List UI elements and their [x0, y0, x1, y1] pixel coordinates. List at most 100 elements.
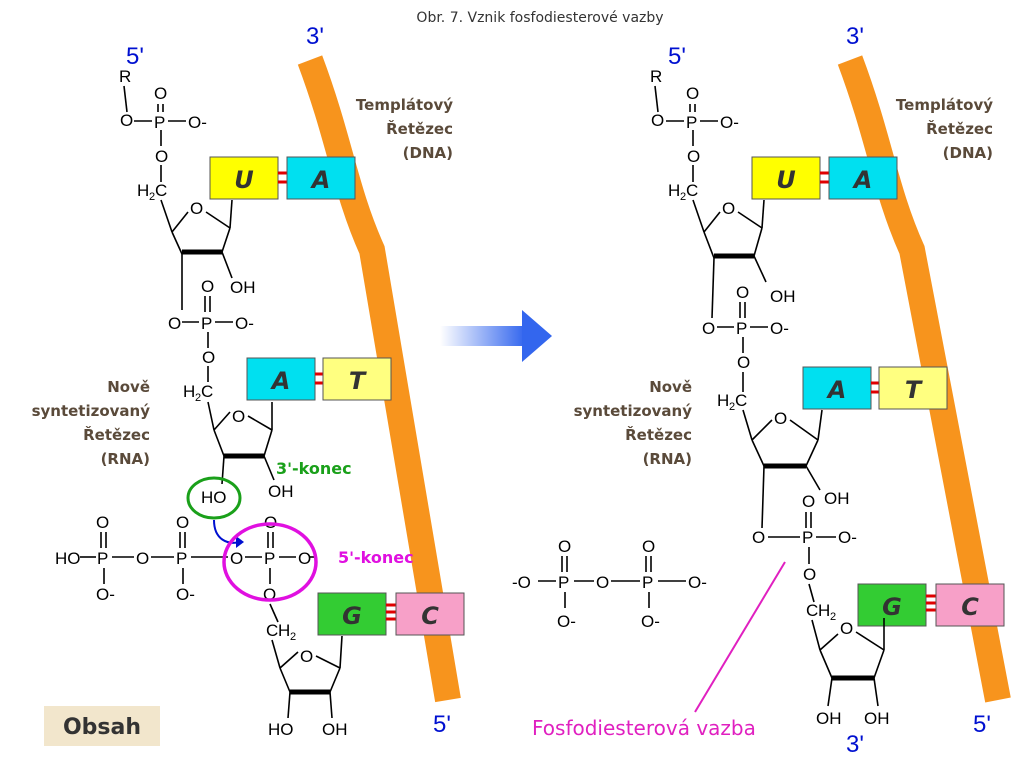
svg-text:HO: HO [201, 488, 227, 507]
svg-text:C: C [686, 181, 698, 200]
base-pair-ua-right: U A [751, 156, 898, 200]
svg-text:2: 2 [729, 401, 735, 413]
svg-text:P: P [154, 113, 165, 132]
svg-text:Templátový: Templátový [896, 96, 993, 114]
svg-text:O: O [752, 528, 765, 547]
svg-text:O: O [190, 199, 203, 218]
prime-5-bottom-right: 5' [973, 711, 991, 738]
svg-text:C: C [961, 593, 979, 621]
svg-text:2: 2 [830, 611, 836, 623]
obsah-button[interactable]: Obsah [44, 706, 160, 746]
transition-arrow [440, 310, 552, 362]
svg-text:H: H [183, 382, 195, 401]
svg-text:Nově: Nově [649, 378, 692, 396]
svg-text:O-: O- [188, 113, 207, 132]
svg-text:O: O [96, 513, 109, 532]
svg-text:O: O [155, 147, 168, 166]
svg-text:C: C [266, 621, 278, 640]
svg-text:(DNA): (DNA) [403, 144, 453, 162]
svg-text:O: O [230, 549, 243, 568]
svg-text:O: O [642, 537, 655, 556]
prime-5-top-left: 5' [126, 43, 144, 70]
svg-text:2: 2 [149, 191, 155, 203]
new-strand-label-right: Nově syntetizovaný Řetězec (RNA) [574, 378, 693, 468]
svg-text:G: G [882, 593, 902, 621]
svg-text:R: R [650, 67, 662, 86]
svg-text:O: O [802, 492, 815, 511]
prime-5-bottom-left: 5' [433, 711, 451, 738]
svg-text:OH: OH [824, 489, 850, 508]
svg-text:H: H [717, 391, 729, 410]
caption: Obr. 7. Vznik fosfodiesterové vazby [416, 10, 663, 26]
svg-text:O: O [687, 147, 700, 166]
svg-text:O: O [840, 619, 853, 638]
svg-text:Templátový: Templátový [356, 96, 453, 114]
svg-text:P: P [176, 549, 187, 568]
svg-text:P: P [642, 573, 653, 592]
svg-text:(RNA): (RNA) [101, 450, 150, 468]
svg-text:HO: HO [268, 720, 294, 739]
chem-structure-left: R O P O- O O H 2 C O OH O P O- O [55, 67, 414, 739]
svg-text:A: A [852, 166, 873, 194]
svg-text:O: O [168, 314, 181, 333]
svg-text:U: U [776, 166, 796, 194]
svg-text:U: U [234, 166, 254, 194]
svg-text:O: O [558, 537, 571, 556]
prime-3-top-right: 3' [846, 23, 864, 50]
svg-text:syntetizovaný: syntetizovaný [574, 402, 693, 420]
svg-text:O-: O- [688, 573, 707, 592]
svg-text:2: 2 [290, 631, 296, 643]
base-pair-at-left: A T [246, 357, 392, 401]
green-circle-ho [186, 476, 242, 520]
svg-text:P: P [264, 549, 275, 568]
svg-text:(DNA): (DNA) [943, 144, 993, 162]
end5-label: 5'-konec [338, 548, 414, 567]
svg-text:O: O [136, 549, 149, 568]
svg-text:O: O [737, 353, 750, 372]
svg-text:O: O [651, 111, 664, 130]
svg-text:O: O [176, 513, 189, 532]
svg-text:H: H [278, 621, 290, 640]
svg-text:H: H [137, 181, 149, 200]
svg-text:P: P [736, 319, 747, 338]
svg-text:O: O [736, 283, 749, 302]
svg-text:O-: O- [641, 612, 660, 631]
magenta-circle-phosphate [222, 522, 318, 602]
svg-text:HO: HO [55, 549, 81, 568]
prime-3-bottom-right: 3' [846, 731, 864, 758]
svg-text:Řetězec: Řetězec [926, 119, 993, 138]
svg-text:R: R [119, 67, 131, 86]
bond-pointer-line [694, 561, 786, 713]
svg-text:O: O [298, 549, 311, 568]
svg-text:Řetězec: Řetězec [386, 119, 453, 138]
svg-text:G: G [342, 602, 362, 630]
base-pair-at-right: A T [802, 366, 948, 410]
obsah-button-label[interactable]: Obsah [63, 715, 141, 740]
base-pair-gc-left: G C [317, 592, 465, 636]
template-label-right: Templátový Řetězec (DNA) [896, 96, 993, 162]
svg-text:P: P [686, 113, 697, 132]
svg-text:O: O [154, 84, 167, 103]
svg-text:OH: OH [816, 709, 842, 728]
svg-text:A: A [826, 376, 847, 404]
svg-text:O-: O- [96, 585, 115, 604]
svg-text:O-: O- [770, 319, 789, 338]
template-label-left: Templátový Řetězec (DNA) [356, 96, 453, 162]
svg-text:C: C [421, 602, 439, 630]
svg-text:OH: OH [770, 287, 796, 306]
svg-text:C: C [155, 181, 167, 200]
base-pair-gc-right: G C [857, 583, 1005, 627]
svg-text:O-: O- [720, 113, 739, 132]
svg-text:OH: OH [268, 482, 294, 501]
svg-text:H: H [668, 181, 680, 200]
svg-text:Nově: Nově [107, 378, 150, 396]
svg-text:O: O [300, 647, 313, 666]
svg-text:O: O [232, 407, 245, 426]
svg-text:O-: O- [557, 612, 576, 631]
svg-text:A: A [270, 367, 291, 395]
svg-text:C: C [806, 601, 818, 620]
svg-text:O: O [686, 84, 699, 103]
svg-text:O: O [774, 409, 787, 428]
svg-text:C: C [735, 391, 747, 410]
